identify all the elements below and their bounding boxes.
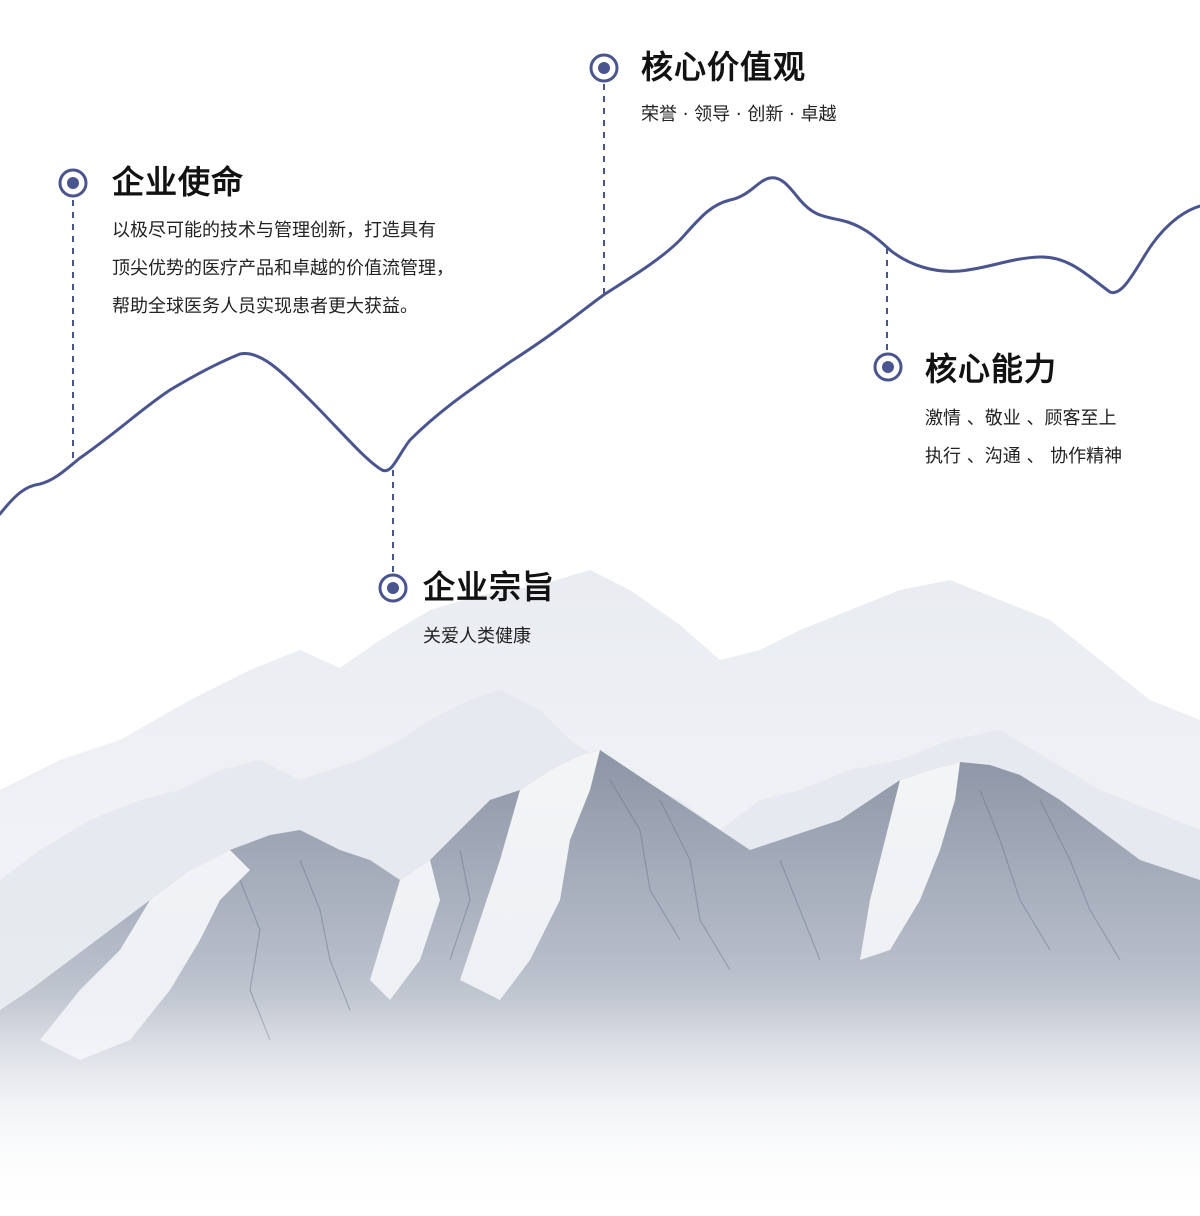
purpose-line: 关爱人类健康 <box>423 626 531 647</box>
capability-title: 核心能力 <box>925 350 1058 388</box>
mission-line: 以极尽可能的技术与管理创新，打造具有 <box>112 220 436 241</box>
target-dot-icon <box>873 352 903 382</box>
capability-line: 激情 、敬业 、顾客至上 <box>925 408 1117 429</box>
purpose-text: 关爱人类健康 <box>423 618 531 656</box>
trend-line <box>0 176 1200 516</box>
purpose-title: 企业宗旨 <box>423 568 556 606</box>
mission-text: 以极尽可能的技术与管理创新，打造具有 顶尖优势的医疗产品和卓越的价值流管理， 帮… <box>112 212 454 326</box>
capability-text: 激情 、敬业 、顾客至上 执行 、沟通 、 协作精神 <box>925 400 1122 476</box>
bottom-fog <box>0 1000 1200 1216</box>
target-dot-icon <box>589 53 619 83</box>
target-dot-icon <box>58 168 88 198</box>
values-title: 核心价值观 <box>641 48 807 86</box>
mission-line: 帮助全球医务人员实现患者更大获益。 <box>112 296 418 317</box>
values-text: 荣誉 · 领导 · 创新 · 卓越 <box>641 96 837 134</box>
dashed-connectors <box>72 84 888 572</box>
snow-highlights <box>40 750 960 1060</box>
target-dot-icon <box>378 573 408 603</box>
values-line: 荣誉 · 领导 · 创新 · 卓越 <box>641 104 837 125</box>
capability-line: 执行 、沟通 、 协作精神 <box>925 446 1123 467</box>
mission-title: 企业使命 <box>112 163 245 201</box>
mission-line: 顶尖优势的医疗产品和卓越的价值流管理， <box>112 258 454 279</box>
